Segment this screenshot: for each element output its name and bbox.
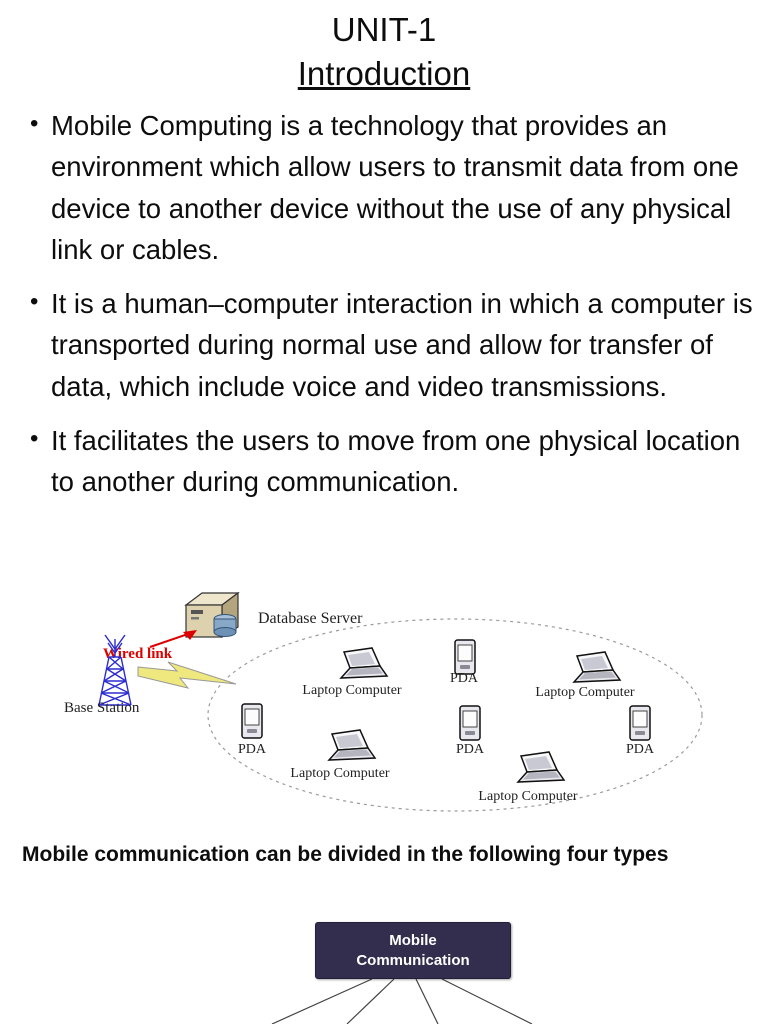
network-diagram: Database Server Wired link Base Station … (0, 583, 768, 823)
tree-root-node: Mobile Communication (315, 922, 511, 979)
tree-branches-svg (271, 978, 533, 1024)
pda-icon (241, 703, 263, 739)
base-station-icon (98, 634, 132, 706)
title-line-1: UNIT-1 (331, 11, 437, 48)
bullet-item: It is a human–computer interaction in wh… (30, 283, 758, 407)
wired-link-arrow (149, 630, 197, 648)
database-server-label: Database Server (258, 610, 363, 627)
pda-label: PDA (626, 742, 655, 757)
base-station-label: Base Station (64, 700, 140, 716)
laptop-label: Laptop Computer (478, 789, 577, 804)
network-diagram-svg: Database Server Wired link Base Station … (64, 591, 703, 812)
wired-link-label: Wired link (103, 646, 173, 662)
pda-icon (459, 705, 481, 741)
laptop-label: Laptop Computer (302, 683, 401, 698)
bullet-item: It facilitates the users to move from on… (30, 420, 758, 503)
wireless-link-bolt-icon (137, 661, 237, 689)
slide-title: UNIT-1 Introduction (0, 8, 768, 95)
laptop-icon (328, 729, 376, 761)
database-server-icon (184, 591, 240, 639)
pda-label: PDA (238, 742, 267, 757)
classification-tree: Mobile Communication (0, 915, 768, 1024)
laptop-label: Laptop Computer (290, 766, 389, 781)
tree-branch-lines (271, 978, 533, 1024)
bullet-item: Mobile Computing is a technology that pr… (30, 105, 758, 270)
wireless-cell-ellipse (207, 618, 703, 812)
title-line-2: Introduction (297, 54, 471, 92)
laptop-icon (573, 651, 621, 683)
bullet-list: Mobile Computing is a technology that pr… (0, 105, 768, 502)
caption-text: Mobile communication can be divided in t… (22, 843, 669, 866)
pda-label: PDA (450, 671, 479, 686)
laptop-icon (340, 647, 388, 679)
pda-label: PDA (456, 742, 485, 757)
laptop-label: Laptop Computer (535, 685, 634, 700)
pda-icon (454, 639, 476, 675)
pda-icon (629, 705, 651, 741)
laptop-icon (517, 751, 565, 783)
